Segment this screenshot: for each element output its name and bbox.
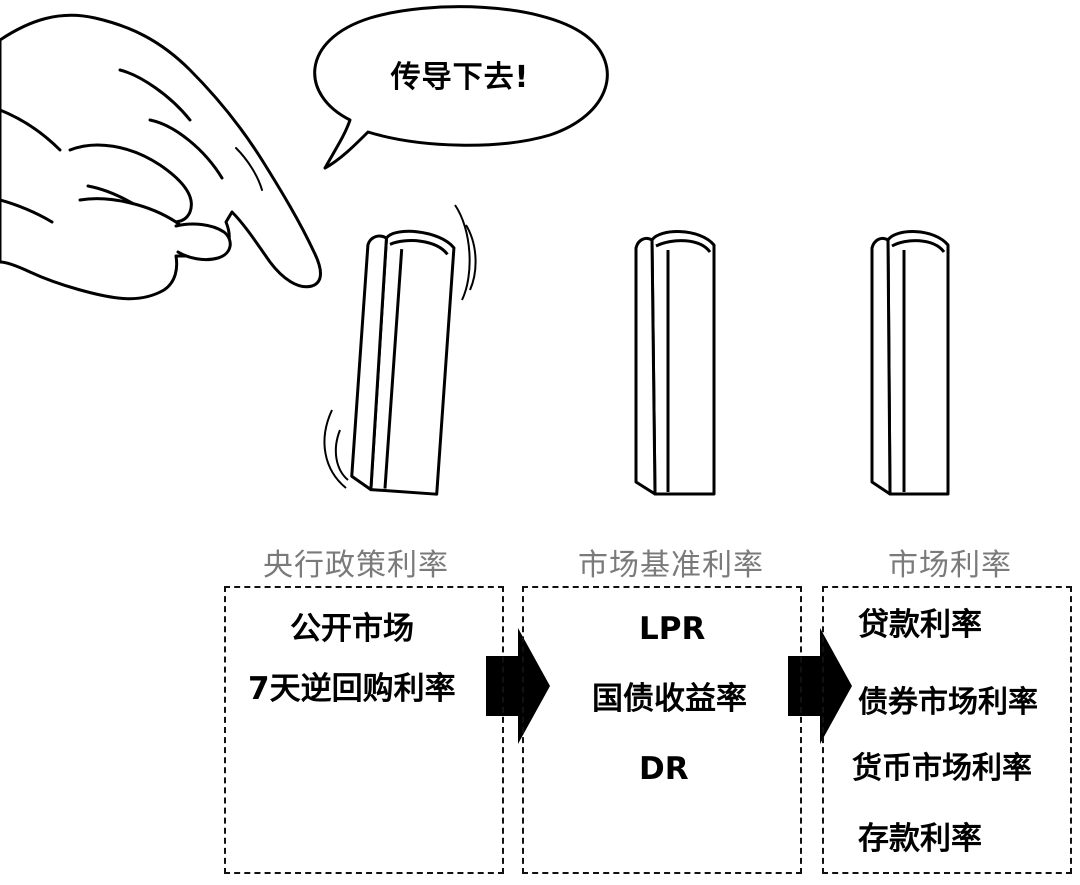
list-item: LPR xyxy=(639,611,706,647)
domino-icon xyxy=(634,230,716,496)
list-item: 债券市场利率 xyxy=(858,685,1038,720)
motion-lines xyxy=(323,204,477,489)
stage-box-market-rate: 贷款利率 债券市场利率 货币市场利率 存款利率 xyxy=(822,586,1072,874)
domino-icon xyxy=(870,230,950,496)
list-item: 7天逆回购利率 xyxy=(248,671,456,707)
speech-bubble-text: 传导下去! xyxy=(390,60,530,95)
list-item: 货币市场利率 xyxy=(852,751,1032,786)
list-item: 贷款利率 xyxy=(858,607,982,643)
stage-title-market-rate: 市场利率 xyxy=(888,548,1012,583)
hand-pointing-icon xyxy=(0,13,322,301)
domino-icon xyxy=(350,229,456,496)
list-item: 存款利率 xyxy=(858,821,982,857)
list-item: DR xyxy=(639,751,689,787)
list-item: 公开市场 xyxy=(290,611,414,647)
stage-box-benchmark-rate: LPR 国债收益率 DR xyxy=(522,586,802,874)
stage-title-policy-rate: 央行政策利率 xyxy=(263,548,449,583)
arrow-right-icon xyxy=(788,628,852,744)
stage-box-policy-rate: 公开市场 7天逆回购利率 xyxy=(224,586,504,874)
speech-bubble xyxy=(313,5,609,170)
list-item: 国债收益率 xyxy=(592,681,747,717)
stage-title-benchmark-rate: 市场基准利率 xyxy=(578,548,764,583)
